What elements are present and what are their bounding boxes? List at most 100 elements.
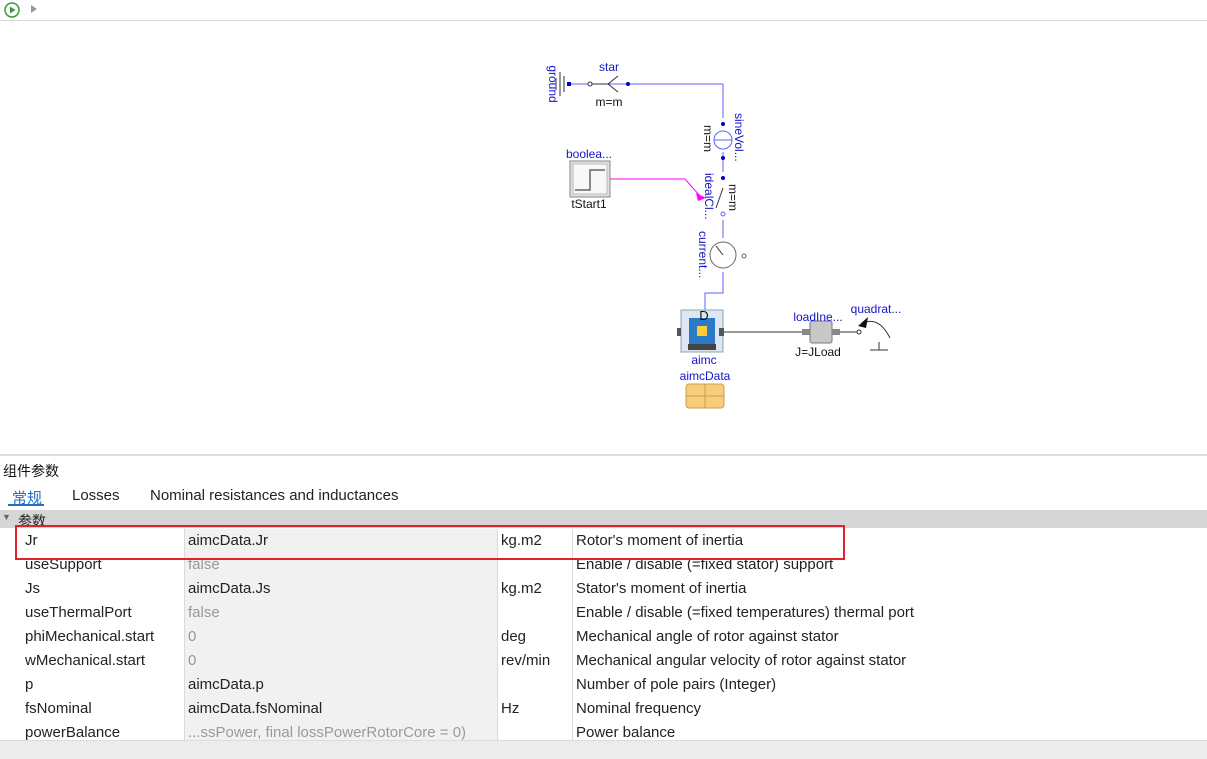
aimcdata-record-component[interactable]: [685, 383, 725, 409]
param-description: Nominal frequency: [572, 697, 1207, 721]
quadratic-torque-component[interactable]: [856, 317, 891, 351]
star-label: star: [599, 60, 619, 74]
wire-meter-aimc: [704, 272, 724, 310]
toolbar: [0, 0, 1207, 21]
boolean-label: boolea...: [566, 147, 612, 161]
param-value[interactable]: 0: [184, 625, 497, 649]
wires: [570, 83, 724, 310]
ground-label: ground: [546, 65, 560, 102]
motor-base: [688, 344, 716, 350]
table-row[interactable]: p aimcData.p Number of pole pairs (Integ…: [0, 673, 1207, 698]
param-description: Rotor's moment of inertia: [572, 529, 1207, 553]
panel-title: 组件参数: [3, 463, 59, 479]
motor-pin-left: [677, 328, 681, 336]
param-name: powerBalance: [25, 724, 121, 741]
tab-bar: 常规 Losses Nominal resistances and induct…: [0, 484, 1207, 508]
param-value[interactable]: aimcData.p: [184, 673, 497, 697]
sine-pin-bottom: [721, 156, 725, 160]
load-flange-left: [802, 329, 810, 335]
ideal-param: m=m: [726, 184, 740, 211]
component-parameters-panel: 组件参数 常规 Losses Nominal resistances and i…: [0, 456, 1207, 758]
meter-output-pin: [741, 253, 747, 259]
param-description: Mechanical angular velocity of rotor aga…: [572, 649, 1207, 673]
param-description: Enable / disable (=fixed temperatures) t…: [572, 601, 1207, 625]
param-unit: [497, 553, 572, 577]
load-inertia-component[interactable]: [802, 320, 840, 344]
tab-general[interactable]: 常规: [12, 490, 43, 507]
param-unit: kg.m2: [497, 529, 572, 553]
table-row[interactable]: wMechanical.start 0 rev/min Mechanical a…: [0, 649, 1207, 674]
table-row[interactable]: Js aimcData.Js kg.m2 Stator's moment of …: [0, 577, 1207, 602]
table-row[interactable]: useSupport false Enable / disable (=fixe…: [0, 553, 1207, 578]
ideal-label: idealCl...: [702, 173, 716, 220]
active-tab-indicator: [8, 504, 44, 506]
param-name: fsNominal: [25, 700, 92, 717]
param-description: Enable / disable (=fixed stator) support: [572, 553, 1207, 577]
table-row[interactable]: fsNominal aimcData.fsNominal Hz Nominal …: [0, 697, 1207, 722]
triangle-right-icon: [31, 5, 37, 13]
wire-control-signal: [610, 178, 701, 197]
param-name: p: [25, 676, 34, 693]
param-name: wMechanical.start: [25, 652, 146, 669]
motor-shaft: [719, 328, 724, 336]
sine-param: m=m: [701, 125, 715, 152]
diagram-svg: ground star m=m sineVol... m=m boolea...…: [546, 60, 902, 409]
aimc-motor-component[interactable]: [677, 309, 724, 353]
parameter-group-header[interactable]: ▼ 参数: [0, 510, 1207, 529]
sine-label: sineVol...: [732, 113, 746, 162]
wire-star-sine: [570, 83, 724, 118]
param-value[interactable]: aimcData.Jr: [184, 529, 497, 553]
aimc-label: aimc: [691, 353, 716, 367]
ideal-switch-component[interactable]: [715, 176, 726, 217]
load-param: J=JLoad: [795, 345, 841, 359]
param-unit: rev/min: [497, 649, 572, 673]
quad-arrow-icon: [858, 317, 868, 328]
quad-pin: [856, 329, 862, 335]
param-value[interactable]: aimcData.Js: [184, 577, 497, 601]
table-row[interactable]: Jr aimcData.Jr kg.m2 Rotor's moment of i…: [0, 529, 1207, 554]
run-button[interactable]: [4, 2, 20, 18]
load-flange-right: [832, 329, 840, 335]
splitter[interactable]: [0, 454, 1207, 456]
param-description: Number of pole pairs (Integer): [572, 673, 1207, 697]
param-value[interactable]: aimcData.fsNominal: [184, 697, 497, 721]
aimc-letter: D: [699, 308, 708, 323]
param-value[interactable]: false: [184, 553, 497, 577]
collapse-arrow-icon[interactable]: ▼: [2, 512, 11, 522]
tstart-label: tStart1: [571, 197, 607, 211]
boolean-step-component[interactable]: [569, 160, 611, 198]
switch-blade-icon: [715, 187, 724, 209]
param-name: useThermalPort: [25, 604, 132, 621]
step-waveform-icon: [575, 169, 605, 191]
tab-losses[interactable]: Losses: [72, 487, 120, 504]
sine-voltage-component[interactable]: [713, 122, 733, 160]
param-name: useSupport: [25, 556, 102, 573]
param-unit: kg.m2: [497, 577, 572, 601]
ground-component[interactable]: [555, 72, 571, 96]
ground-pin: [567, 82, 571, 86]
star-pin-out: [626, 82, 630, 86]
star-component[interactable]: [587, 75, 630, 93]
param-description: Stator's moment of inertia: [572, 577, 1207, 601]
param-unit: Hz: [497, 697, 572, 721]
table-row[interactable]: phiMechanical.start 0 deg Mechanical ang…: [0, 625, 1207, 650]
signal-arrow-icon: [696, 193, 706, 201]
sine-pin-top: [721, 122, 725, 126]
quad-label: quadrat...: [851, 302, 902, 316]
param-description: Power balance: [572, 721, 1207, 745]
star-pin-in: [587, 81, 593, 87]
diagram-canvas[interactable]: ground star m=m sineVol... m=m boolea...…: [0, 21, 1207, 454]
param-name: Js: [25, 580, 40, 597]
horizontal-scrollbar[interactable]: [0, 740, 1207, 759]
star-branch-2: [607, 83, 619, 93]
current-sensor-component[interactable]: [709, 241, 747, 269]
param-unit: deg: [497, 625, 572, 649]
table-row[interactable]: useThermalPort false Enable / disable (=…: [0, 601, 1207, 626]
step-button[interactable]: [29, 2, 39, 16]
param-value[interactable]: false: [184, 601, 497, 625]
tab-nominal-resistances[interactable]: Nominal resistances and inductances: [150, 487, 399, 504]
play-circle-icon: [4, 2, 20, 18]
param-name: phiMechanical.start: [25, 628, 155, 645]
param-description: Mechanical angle of rotor against stator: [572, 625, 1207, 649]
param-value[interactable]: 0: [184, 649, 497, 673]
